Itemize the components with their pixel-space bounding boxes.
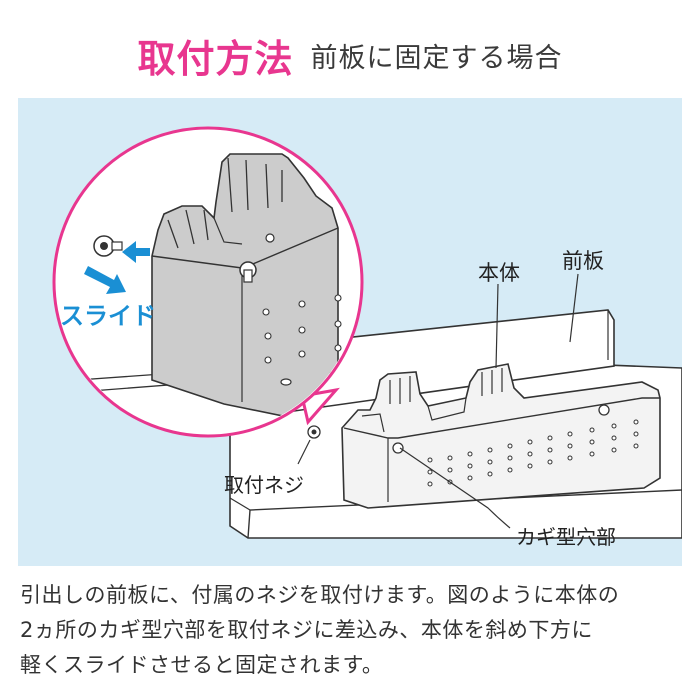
instruction-line-3: 軽くスライドさせると固定されます。 (20, 653, 384, 677)
label-screw: 取付ネジ (224, 473, 304, 497)
page-title: 取付方法 前板に固定する場合 (0, 28, 700, 83)
label-key-hole: カギ型穴部 (516, 525, 616, 549)
label-slide: スライド (60, 302, 156, 330)
insert-arrow-icon (122, 241, 150, 263)
instruction-line-1: 引出しの前板に、付属のネジを取付けます。図のように本体の (20, 583, 620, 607)
slide-arrow-icon (84, 266, 126, 294)
magnified-detail (52, 126, 364, 438)
organizer-body (341, 363, 661, 509)
label-body: 本体 (478, 261, 520, 285)
title-main: 取付方法 (137, 37, 294, 81)
installation-illustration: 本体 前板 スライド 取付ネジ カギ型穴部 (18, 98, 682, 566)
magnified-screw-icon (93, 235, 123, 257)
screw-icon (307, 425, 321, 439)
label-front-board: 前板 (562, 249, 604, 273)
instruction-text: 引出しの前板に、付属のネジを取付けます。図のように本体の 2ヵ所のカギ型穴部を取… (20, 578, 682, 683)
instruction-line-2: 2ヵ所のカギ型穴部を取付ネジに差込み、本体を斜め下方に (20, 618, 593, 642)
title-sub: 前板に固定する場合 (310, 43, 563, 74)
